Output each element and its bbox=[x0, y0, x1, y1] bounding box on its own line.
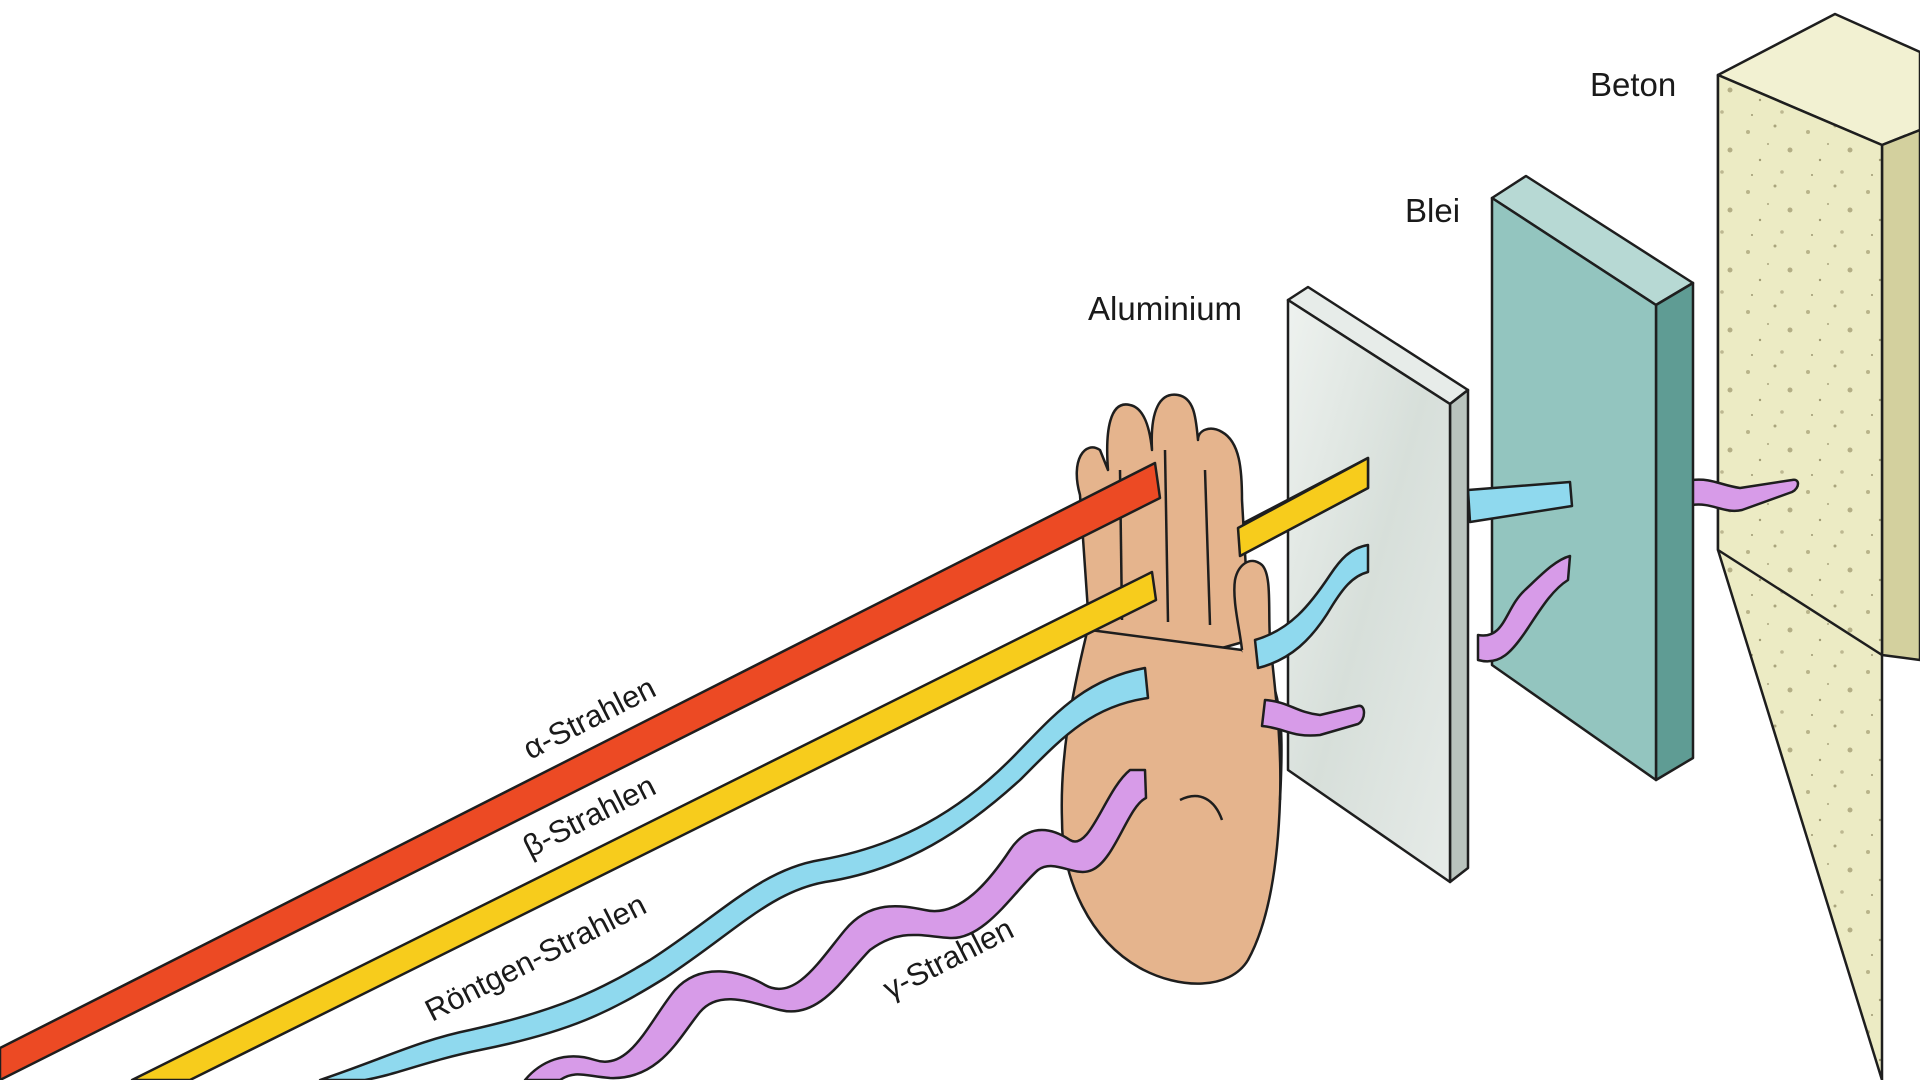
concrete-block-side bbox=[1880, 128, 1920, 662]
gamma-ray-segment-2 bbox=[1260, 698, 1366, 737]
xray-segment-2 bbox=[1253, 543, 1370, 670]
aluminium-plate-side bbox=[1448, 388, 1470, 884]
concrete-block bbox=[1716, 12, 1920, 1080]
alpha-ray bbox=[0, 461, 1162, 1080]
gamma-ray bbox=[523, 768, 1148, 1080]
xray-ray bbox=[318, 666, 1150, 1080]
beta-ray-segment-2b bbox=[1236, 456, 1370, 558]
hand bbox=[1060, 393, 1283, 985]
label-blei: Blei bbox=[1405, 192, 1460, 229]
lead-plate bbox=[1490, 174, 1695, 782]
xray-segment-3 bbox=[1466, 480, 1574, 524]
aluminium-plate bbox=[1286, 285, 1470, 884]
label-aluminium: Aluminium bbox=[1088, 290, 1242, 327]
aluminium-plate-front bbox=[1286, 298, 1452, 884]
gamma-ray-segment-4 bbox=[1690, 478, 1800, 513]
beta-ray bbox=[130, 570, 1158, 1080]
label-beton: Beton bbox=[1590, 66, 1676, 103]
gamma-ray-segment-3 bbox=[1476, 554, 1572, 663]
lead-plate-side bbox=[1654, 281, 1695, 782]
